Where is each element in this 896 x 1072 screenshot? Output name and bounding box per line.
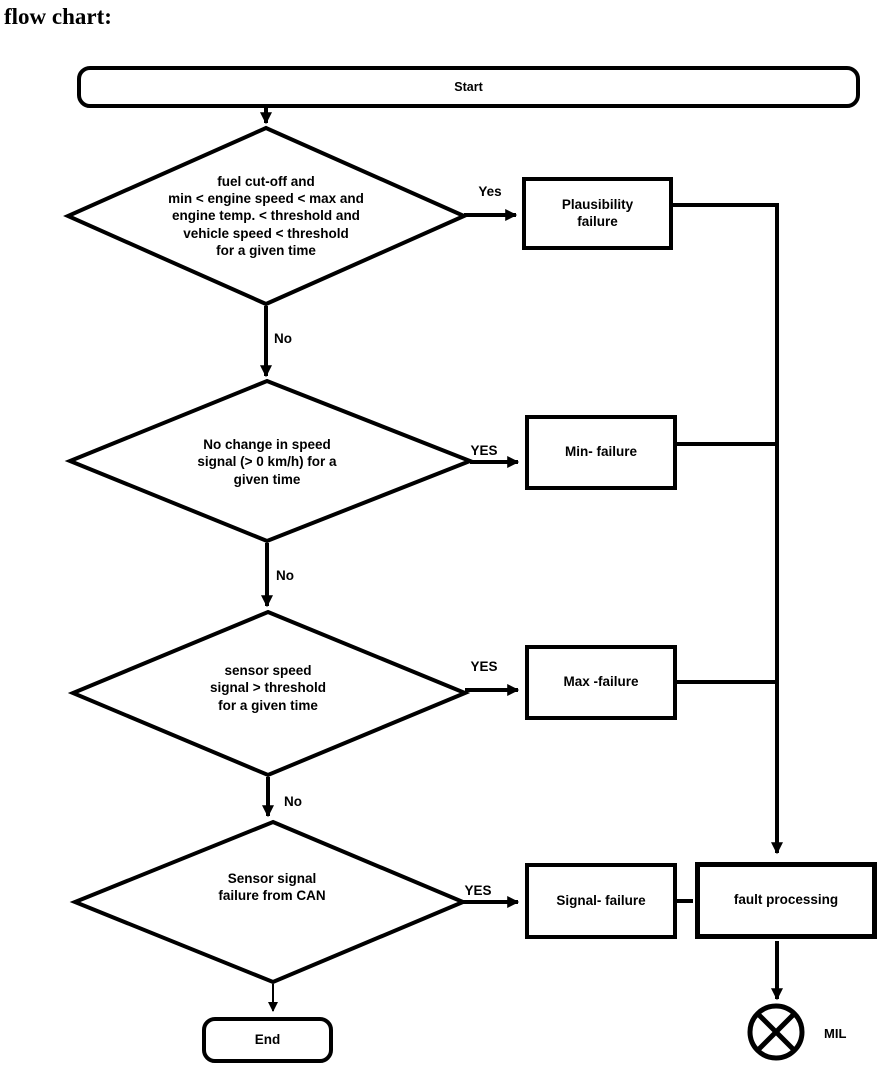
can-signal-check-text: Sensor signal failure from CAN (218, 870, 326, 903)
branch-label-d1-yes: Yes (478, 184, 502, 199)
mil-label: MIL (824, 1026, 847, 1041)
branch-label-d3-no: No (284, 794, 302, 809)
page-title: flow chart: (4, 4, 112, 29)
signal-failure-label: Signal- failure (556, 892, 646, 908)
plausibility-failure-box: Plausibility failure (522, 177, 673, 250)
fault-processing-box: fault processing (695, 862, 877, 939)
branch-label-d2-yes: YES (470, 443, 498, 458)
stuck-signal-check-text: No change in speed signal (> 0 km/h) for… (197, 437, 337, 487)
signal-failure-box: Signal- failure (525, 863, 677, 939)
mil-lamp-icon (747, 1003, 805, 1061)
start-label: Start (454, 79, 483, 94)
end-label: End (254, 1031, 281, 1047)
max-failure-label: Max -failure (563, 674, 639, 690)
plausibility-check-text: fuel cut-off and min < engine speed < ma… (168, 173, 364, 258)
start-node: Start (77, 66, 860, 108)
min-failure-box: Min- failure (525, 415, 677, 490)
diamond-stuck-signal-check (64, 378, 476, 544)
max-check-text: sensor speed signal > threshold for a gi… (210, 663, 326, 713)
diamond-max-check (67, 609, 471, 778)
plausibility-failure-label: Plausibility failure (561, 197, 634, 229)
connectors (260, 108, 783, 1012)
fault-processing-label: fault processing (733, 892, 839, 908)
edge-rail-to-fault (673, 203, 783, 855)
branch-label-d4-yes: YES (464, 883, 492, 898)
end-node: End (202, 1017, 333, 1063)
diamond-can-signal-check (69, 819, 469, 985)
branch-label-d3-yes: YES (470, 659, 498, 674)
max-failure-box: Max -failure (525, 645, 677, 720)
branch-label-d1-no: No (274, 331, 292, 346)
min-failure-label: Min- failure (564, 444, 637, 460)
branch-label-d2-no: No (276, 568, 294, 583)
decision-diamonds (63, 125, 476, 985)
diamond-plausibility-check (63, 125, 469, 307)
